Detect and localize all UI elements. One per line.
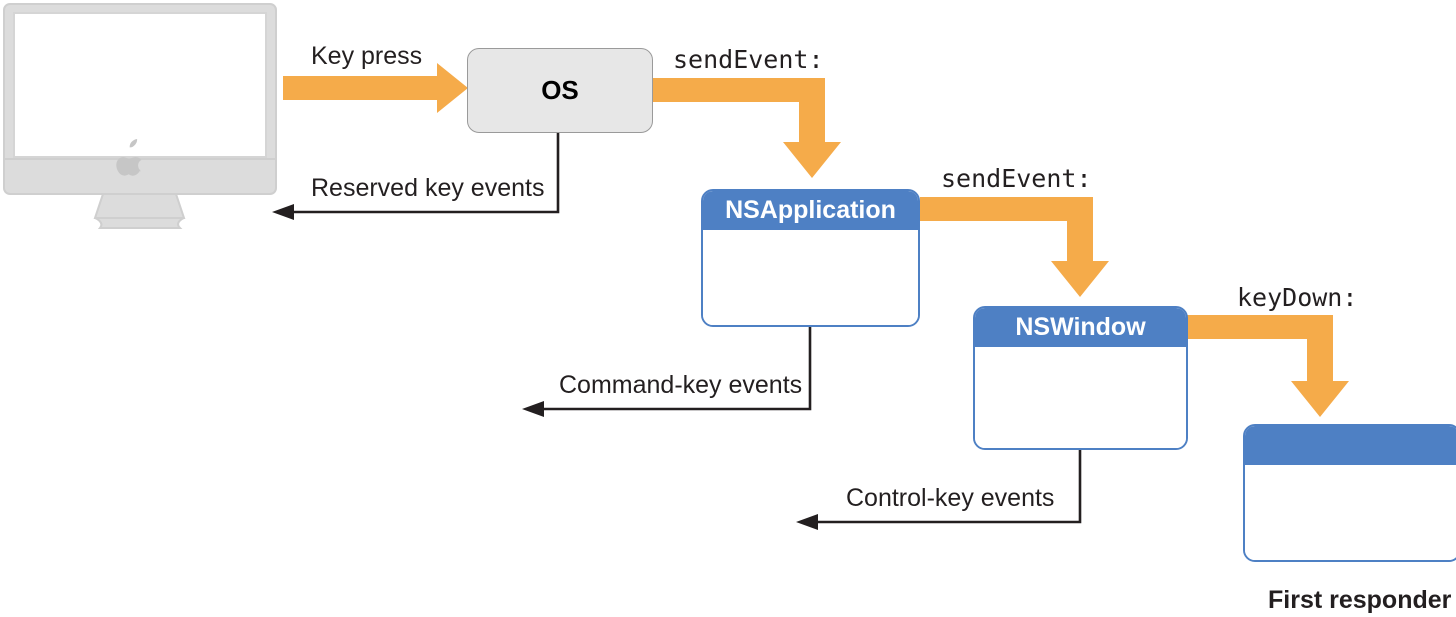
- imac-stand-foot: [94, 217, 185, 229]
- node-nswindow-header: NSWindow: [975, 308, 1186, 347]
- label-sendevent-nsapplication: sendEvent:: [673, 45, 824, 74]
- node-nswindow-body: [975, 347, 1186, 448]
- label-sendevent-nswindow: sendEvent:: [941, 164, 1092, 193]
- node-nsapplication-header: NSApplication: [703, 191, 918, 230]
- node-os-label: OS: [541, 75, 579, 105]
- caption-first-responder: First responder: [1268, 586, 1452, 614]
- apple-logo-icon: [116, 138, 142, 176]
- label-key-press: Key press: [311, 42, 423, 70]
- node-nsapplication-body: [703, 230, 918, 325]
- orange-arrow-sendevent-nswindow: [920, 197, 1109, 297]
- node-first-responder[interactable]: [1243, 424, 1456, 562]
- orange-arrow-keydown-firstresponder: [1187, 315, 1349, 417]
- label-keydown-firstresponder: keyDown:: [1237, 283, 1358, 312]
- black-arrow-reserved-key-events: [272, 132, 560, 220]
- node-first-responder-header: [1245, 426, 1456, 465]
- label-control-key-events: Control-key events: [846, 484, 1055, 512]
- node-first-responder-body: [1245, 465, 1456, 560]
- node-nswindow[interactable]: NSWindow: [973, 306, 1188, 450]
- node-os[interactable]: OS: [467, 48, 653, 133]
- orange-arrow-key-press: [283, 63, 468, 113]
- black-arrow-command-key-events: [522, 326, 812, 417]
- label-reserved-key-events: Reserved key events: [311, 174, 545, 202]
- orange-arrow-sendevent-nsapplication: [652, 78, 841, 178]
- label-command-key-events: Command-key events: [559, 371, 803, 399]
- imac-stand-neck: [93, 193, 186, 219]
- black-arrow-control-key-events: [796, 449, 1082, 530]
- imac-illustration: [3, 3, 277, 229]
- node-nsapplication[interactable]: NSApplication: [701, 189, 920, 327]
- imac-screen: [13, 12, 267, 158]
